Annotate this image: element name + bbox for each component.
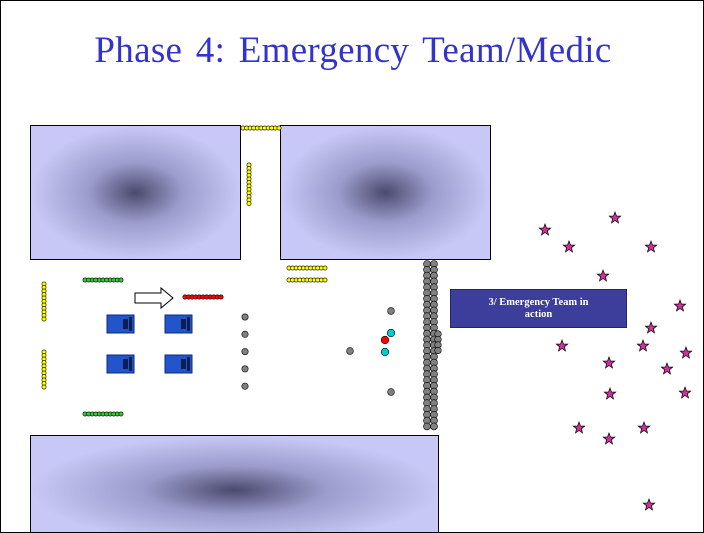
green-personnel-dot bbox=[118, 277, 124, 283]
star-icon bbox=[636, 339, 650, 352]
star-icon bbox=[678, 386, 692, 399]
yellow-personnel-dot bbox=[246, 201, 252, 206]
star-icon bbox=[644, 321, 658, 334]
vehicles-layer bbox=[106, 314, 193, 374]
right-arrow-icon bbox=[134, 286, 174, 310]
gray-personnel-dot bbox=[387, 307, 395, 315]
star-icon bbox=[660, 362, 674, 375]
vehicle-window bbox=[181, 359, 186, 369]
vehicle-cab bbox=[129, 357, 132, 371]
cyan-medic-dot bbox=[386, 328, 396, 338]
cyan-medic-dot bbox=[380, 347, 390, 357]
star-icon bbox=[602, 356, 616, 369]
slide-title: Phase 4: Emergency Team/Medic bbox=[94, 30, 612, 71]
star-icon bbox=[572, 421, 586, 434]
star-icon bbox=[637, 421, 651, 434]
star-icon bbox=[538, 223, 552, 236]
gray-personnel-dot bbox=[346, 347, 354, 355]
yellow-personnel-dot bbox=[41, 384, 47, 390]
vehicle-window bbox=[181, 319, 186, 329]
personnel-layer bbox=[41, 125, 442, 431]
gray-cordon-dot bbox=[430, 422, 438, 431]
gray-personnel-dot bbox=[241, 330, 249, 338]
yellow-personnel-dot bbox=[322, 265, 328, 271]
star-icon bbox=[644, 240, 658, 253]
building-bottom bbox=[30, 435, 439, 532]
vehicle-icon bbox=[106, 354, 135, 374]
star-icon bbox=[602, 432, 616, 445]
star-icon bbox=[562, 240, 576, 253]
gray-personnel-dot bbox=[241, 382, 249, 390]
vehicle-window bbox=[123, 359, 128, 369]
gray-personnel-dot bbox=[241, 348, 249, 356]
building-top-left bbox=[30, 125, 241, 260]
callout-label: 3/ Emergency Team in action bbox=[488, 297, 589, 320]
gray-cordon-dot bbox=[423, 422, 431, 431]
star-icon bbox=[596, 269, 610, 282]
vehicle-window bbox=[123, 319, 128, 329]
yellow-personnel-dot bbox=[322, 277, 328, 283]
vehicle-icon bbox=[164, 354, 193, 374]
star-icon bbox=[555, 339, 569, 352]
star-icon bbox=[679, 346, 693, 359]
crowd-layer bbox=[538, 211, 693, 511]
star-icon bbox=[642, 498, 656, 511]
star-icon bbox=[608, 211, 622, 224]
arrow-layer bbox=[134, 286, 174, 310]
red-medic-dot bbox=[380, 335, 390, 345]
vehicle-cab bbox=[129, 317, 132, 331]
star-icon bbox=[673, 299, 687, 312]
red-personnel-dot bbox=[218, 294, 224, 300]
star-icon bbox=[603, 387, 617, 400]
yellow-personnel-dot bbox=[41, 316, 47, 322]
gray-personnel-dot bbox=[241, 365, 249, 373]
green-personnel-dot bbox=[118, 411, 124, 417]
vehicle-icon bbox=[164, 314, 193, 334]
gray-personnel-dot bbox=[241, 313, 249, 321]
yellow-personnel-dot bbox=[276, 125, 282, 131]
gray-cordon-dot bbox=[434, 346, 442, 355]
building-top-right bbox=[280, 125, 491, 260]
vehicle-cab bbox=[187, 357, 190, 371]
gray-personnel-dot bbox=[387, 388, 395, 396]
emergency-team-callout: 3/ Emergency Team in action bbox=[450, 289, 627, 328]
vehicle-icon bbox=[106, 314, 135, 334]
vehicle-cab bbox=[187, 317, 190, 331]
